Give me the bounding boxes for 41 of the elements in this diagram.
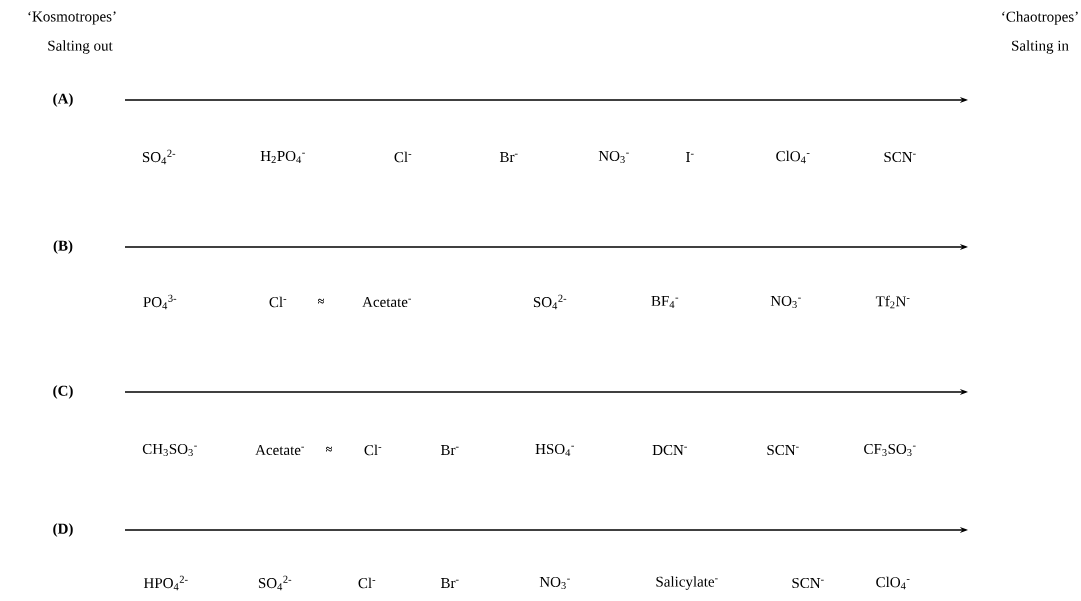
end-label: Salting in [1012, 40, 1069, 54]
ion-label: SO$_{4}$2- [533, 294, 567, 310]
row-label: (B) [53, 240, 73, 254]
ion-label: ClO$_{4}$- [776, 150, 810, 164]
ion-label: Br$^{-}$ [440, 578, 459, 588]
ion-label: Cl$^{-}$ [394, 151, 412, 163]
ion-label: Cl$^{-}$ [269, 296, 287, 308]
approx-sign: ≈ [317, 298, 325, 304]
end-label: ‘Chaotropes’ [1002, 11, 1078, 25]
ion-label: SCN$^{-}$ [792, 577, 824, 589]
ion-label: SCN$^{-}$ [767, 444, 799, 456]
ion-label: SO$_{4}$2- [258, 575, 292, 591]
row-label: (D) [53, 523, 73, 537]
ion-label: CF$_{3}$SO$_{3}$- [864, 443, 916, 457]
ion-label: H$_{2}$PO$_{4}$- [260, 150, 305, 164]
ion-label: SO$_{4}$2- [142, 149, 176, 165]
row-label: (A) [53, 93, 73, 107]
ion-label: Cl$^{-}$ [358, 577, 376, 589]
ion-label: Acetate$^{-}$ [362, 296, 412, 307]
ion-label: Br$^{-}$ [440, 445, 459, 455]
end-label: Salting out [48, 40, 113, 54]
ion-label: HSO$_{4}$- [535, 443, 574, 457]
ion-label: BF$_{4}$- [651, 296, 679, 308]
ion-label: Acetate$^{-}$ [255, 444, 305, 455]
ion-label: PO$_{4}$3- [143, 294, 177, 310]
ion-label: NO$_{3}$- [598, 150, 629, 164]
ion-label: DCN$^{-}$ [652, 444, 687, 456]
ion-label: ClO$_{4}$- [876, 576, 910, 590]
ion-label: NO$_{3}$- [539, 576, 570, 590]
ion-label: Br$^{-}$ [499, 152, 518, 162]
approx-sign: ≈ [325, 446, 333, 452]
ion-label: Cl$^{-}$ [364, 444, 382, 456]
ion-label: I$^{-}$ [686, 152, 694, 162]
ion-label: HPO$_{4}$2- [143, 575, 188, 591]
ion-label: Tf$_{2}$N$^{-}$ [875, 295, 910, 309]
end-label: ‘Kosmotropes’ [28, 11, 116, 25]
ion-label: CH$_{3}$SO$_{3}$- [142, 443, 197, 457]
row-label: (C) [53, 385, 73, 399]
ion-label: SCN$^{-}$ [884, 151, 916, 163]
ion-label: Salicylate$^{-}$ [656, 576, 718, 590]
ion-label: NO$_{3}$- [770, 295, 801, 309]
